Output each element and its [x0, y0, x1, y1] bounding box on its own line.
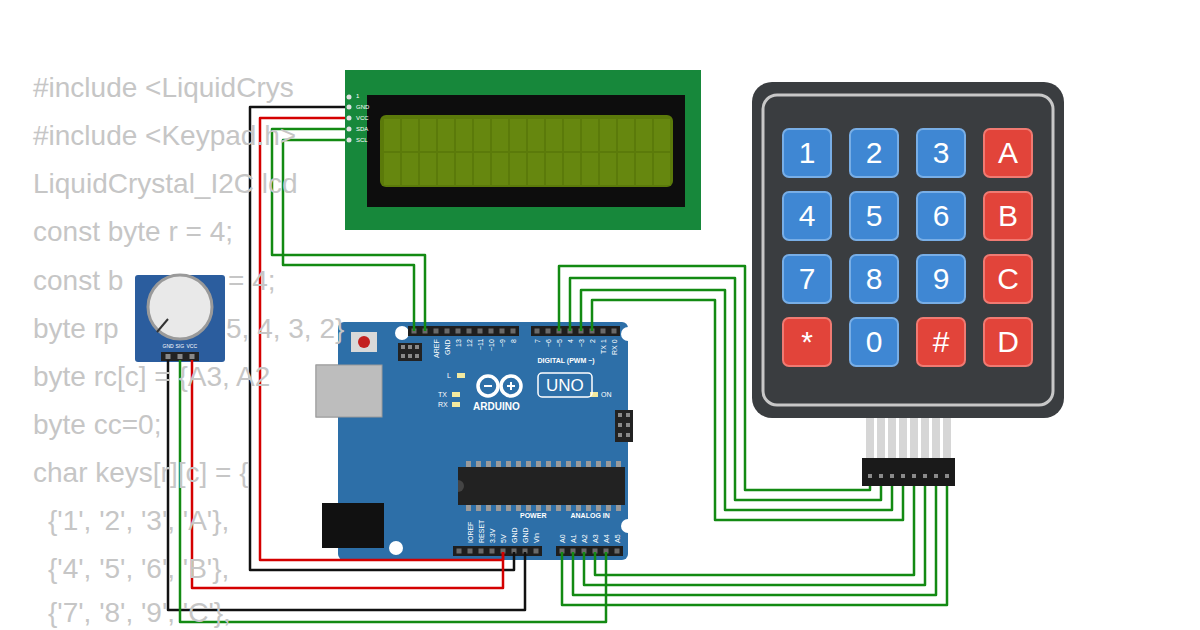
key-label: 6	[933, 201, 950, 231]
pin-label: IOREF	[467, 522, 474, 543]
keypad-key: 9	[916, 254, 966, 304]
pin-label: A0	[559, 534, 566, 543]
pin-label: GND	[444, 339, 451, 355]
pin-label: GND	[511, 527, 518, 543]
keypad-key: 7	[782, 254, 832, 304]
keypad-key: A	[983, 128, 1033, 178]
led-label: RX	[438, 401, 448, 408]
keypad-key: D	[983, 317, 1033, 367]
pin-label: GND	[356, 104, 369, 110]
led-label: L	[447, 372, 451, 379]
code-text: byte rc[c] = {A3, A2	[33, 363, 270, 391]
code-text: #include <Keypad.h>	[33, 122, 296, 150]
board-name: ARDUINO	[473, 402, 520, 412]
pin-label: 7	[534, 339, 541, 343]
header-title: ANALOG IN	[571, 512, 610, 519]
keypad-key: 0	[849, 317, 899, 367]
key-label: 8	[866, 264, 883, 294]
pin-label: ~6	[545, 339, 552, 347]
key-label: 5	[866, 201, 883, 231]
led-label: ON	[601, 391, 612, 398]
keypad-key: 3	[916, 128, 966, 178]
pin-label: A2	[581, 534, 588, 543]
keypad-key: 6	[916, 191, 966, 241]
keypad-key: *	[782, 317, 832, 367]
pin-label: ~9	[499, 339, 506, 347]
code-text: {'4', '5', '6', 'B'},	[48, 555, 229, 583]
code-text: byte rp	[33, 315, 119, 343]
code-text: const byte r = 4;	[33, 218, 233, 246]
code-text: {'1', '2', '3', 'A'},	[48, 507, 229, 535]
key-label: B	[998, 201, 1018, 231]
key-label: 7	[799, 264, 816, 294]
pin-label: 12	[466, 339, 473, 347]
pin-label: 1	[356, 93, 359, 99]
pin-label: ~10	[488, 339, 495, 351]
pin-label: VCC	[187, 344, 198, 349]
key-label: #	[933, 327, 950, 357]
pin-label: A5	[614, 534, 621, 543]
pin-label: A3	[592, 534, 599, 543]
code-text: = 4;	[228, 267, 275, 295]
code-text: 5, 4, 3, 2}	[226, 315, 344, 343]
key-label: C	[997, 264, 1019, 294]
header-title: DIGITAL (PWM ~)	[538, 357, 595, 364]
keypad-key: 2	[849, 128, 899, 178]
keypad-key: 8	[849, 254, 899, 304]
keypad-key: #	[916, 317, 966, 367]
pin-label: SDA	[356, 126, 368, 132]
code-text: byte cc=0;	[33, 411, 161, 439]
pin-label: 2	[589, 339, 596, 343]
header-title: POWER	[520, 512, 546, 519]
code-text: {'7', '8', '9', 'C'},	[48, 599, 231, 627]
pin-label: SIG	[176, 344, 185, 349]
key-label: *	[801, 327, 813, 357]
pin-label: VCC	[356, 115, 369, 121]
keypad-key: B	[983, 191, 1033, 241]
code-text: #include <LiquidCrys	[33, 74, 294, 102]
keypad-key: C	[983, 254, 1033, 304]
pin-label: 4	[567, 339, 574, 343]
key-label: 0	[866, 327, 883, 357]
pin-label: ~5	[556, 339, 563, 347]
pin-label: GND	[522, 527, 529, 543]
pin-label: 8	[510, 339, 517, 343]
pin-label: ~11	[477, 339, 484, 350]
pin-label: AREF	[433, 339, 440, 358]
pin-label: Vin	[533, 533, 540, 543]
key-label: D	[997, 327, 1019, 357]
board-model: UNO	[546, 377, 584, 394]
code-text: char keys[r][c] = {	[33, 459, 249, 487]
pin-label: RESET	[478, 520, 485, 543]
pin-label: ~3	[578, 339, 585, 347]
code-text: LiquidCrystal_I2C lcd	[33, 170, 298, 198]
key-label: 3	[933, 138, 950, 168]
pin-label: RX 0	[611, 339, 618, 355]
key-label: 9	[933, 264, 950, 294]
pin-label: 3.3V	[489, 529, 496, 543]
pin-label: 5V	[500, 534, 507, 543]
keypad-key: 5	[849, 191, 899, 241]
code-text: const b	[33, 267, 123, 295]
key-label: 1	[799, 138, 816, 168]
pin-label: 13	[455, 339, 462, 347]
keypad-key: 1	[782, 128, 832, 178]
key-label: 2	[866, 138, 883, 168]
key-label: A	[998, 138, 1018, 168]
pin-label: SCL	[356, 137, 368, 143]
pin-label: A4	[603, 534, 610, 543]
pin-label: TX 1	[600, 339, 607, 354]
key-label: 4	[799, 201, 816, 231]
pin-label: A1	[570, 534, 577, 543]
keypad-key: 4	[782, 191, 832, 241]
pin-label: GND	[163, 344, 174, 349]
led-label: TX	[438, 391, 447, 398]
